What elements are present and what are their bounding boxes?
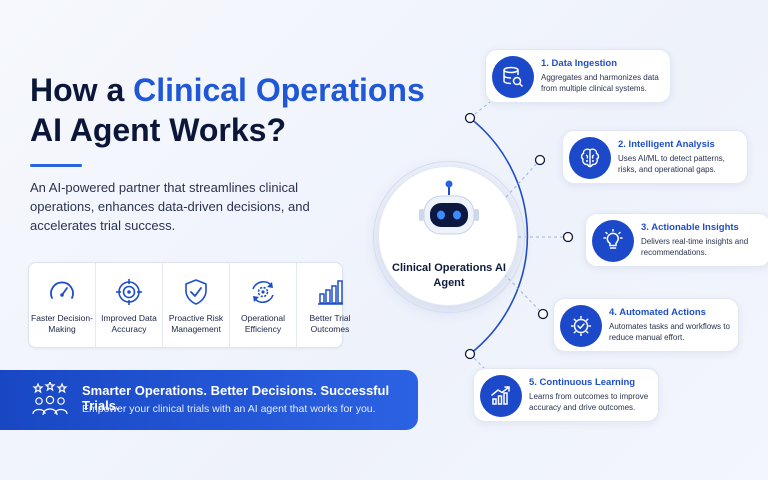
robot-icon: [419, 180, 479, 235]
title-part2: AI Agent Works?: [30, 112, 287, 148]
brain-icon: [580, 148, 600, 168]
step-description: Uses AI/ML to detect patterns, risks, an…: [618, 154, 725, 174]
target-icon: [116, 279, 142, 305]
benefit-operational-efficiency: Operational Efficiency: [230, 263, 297, 347]
center-ring: [373, 161, 525, 313]
step-title: 5. Continuous Learning: [529, 377, 636, 388]
lightbulb-icon: [603, 229, 623, 249]
step-icon-circle: [560, 305, 602, 347]
node-dot: [464, 112, 476, 124]
step-description: Aggregates and harmonizes data from mult…: [541, 73, 659, 93]
node-dot: [534, 154, 546, 166]
step-card-data-ingestion: 1. Data Ingestion Aggregates and harmoni…: [485, 49, 671, 103]
step-card-actionable-insights: 3. Actionable Insights Delivers real-tim…: [585, 213, 768, 267]
center-agent: Clinical Operations AI Agent: [373, 161, 525, 313]
step-description: Learns from outcomes to improve accuracy…: [529, 392, 649, 412]
benefit-label: Proactive Risk Management: [168, 313, 224, 334]
benefit-faster-decisions: Faster Decision-Making: [29, 263, 96, 347]
page-title: How a Clinical Operations AI Agent Works…: [30, 70, 460, 150]
benefit-label: Improved Data Accuracy: [101, 313, 157, 334]
benefit-risk-management: Proactive Risk Management: [163, 263, 230, 347]
step-icon-circle: [592, 220, 634, 262]
gauge-icon: [50, 281, 74, 299]
gear-check-icon: [571, 316, 591, 336]
center-agent-name: Clinical Operations AI Agent: [392, 262, 506, 289]
page-description: An AI-powered partner that streamlines c…: [30, 180, 310, 233]
title-part1: How a: [30, 72, 134, 108]
team-stars-icon: [32, 382, 68, 416]
step-card-continuous-learning: 5. Continuous Learning Learns from outco…: [473, 368, 659, 422]
shield-check-icon: [185, 279, 207, 305]
database-search-icon: [503, 66, 524, 88]
step-icon-circle: [569, 137, 611, 179]
benefit-data-accuracy: Improved Data Accuracy: [96, 263, 163, 347]
step-title: 4. Automated Actions: [609, 307, 706, 318]
benefit-trial-outcomes: Better Trial Outcomes: [297, 263, 363, 347]
cta-banner: Smarter Operations. Better Decisions. Su…: [0, 370, 418, 430]
step-card-automated-actions: 4. Automated Actions Automates tasks and…: [553, 298, 739, 352]
banner-headline: Smarter Operations. Better Decisions. Su…: [82, 383, 390, 413]
benefits-panel: Faster Decision-Making Improved Data Acc…: [28, 262, 351, 348]
gear-cycle-icon: [252, 280, 274, 304]
title-accent: Clinical Operations: [133, 72, 425, 108]
benefit-label: Operational Efficiency: [241, 313, 285, 334]
step-card-intelligent-analysis: 2. Intelligent Analysis Uses AI/ML to de…: [562, 130, 748, 184]
bar-chart-icon: [318, 280, 343, 305]
node-dot: [562, 231, 574, 243]
node-dot: [537, 308, 549, 320]
benefit-label: Better Trial Outcomes: [309, 313, 351, 334]
benefit-label: Faster Decision-Making: [31, 313, 93, 334]
step-description: Delivers real-time insights and recommen…: [641, 237, 749, 257]
step-title: 1. Data Ingestion: [541, 58, 618, 69]
step-icon-circle: [480, 375, 522, 417]
step-icon-circle: [492, 56, 534, 98]
growth-chart-icon: [491, 386, 510, 405]
banner-subline: Empower your clinical trials with an AI …: [82, 403, 376, 415]
step-title: 3. Actionable Insights: [641, 222, 739, 233]
step-description: Automates tasks and workflows to reduce …: [609, 322, 730, 342]
title-underline: [30, 164, 82, 167]
node-dot: [464, 348, 476, 360]
step-title: 2. Intelligent Analysis: [618, 139, 715, 150]
